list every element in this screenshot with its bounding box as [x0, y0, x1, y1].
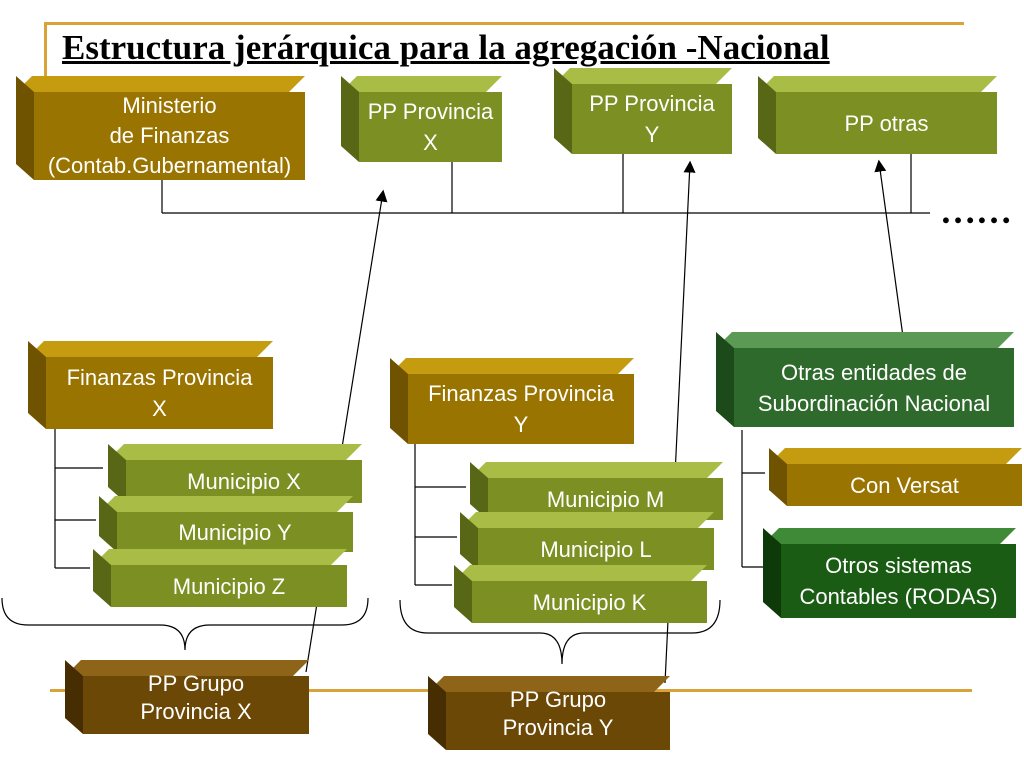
municipio-x-label: Municipio X	[187, 469, 301, 494]
top-rule	[44, 22, 964, 25]
pp-grupo-provincia-x-box: PP Grupo Provincia X	[65, 660, 309, 734]
municipio-l-label: Municipio L	[540, 536, 652, 562]
otras-entidades-label: Otras entidades de Subordinación Naciona…	[757, 359, 991, 416]
municipio-y-box: Municipio Y	[99, 496, 353, 552]
pp-grupo-provincia-y-label: PP Grupo Provincia Y	[502, 687, 614, 740]
finanzas-provincia-y-box: Finanzas Provincia Y	[390, 358, 634, 444]
finanzas-provincia-y-label: Finanzas Provincia Y	[428, 381, 614, 437]
finanzas-provincia-x-box: Finanzas Provincia X	[28, 341, 273, 429]
con-versat-box: Con Versat	[769, 448, 1022, 506]
ministerio-finanzas-label: Ministerio de Finanzas (Contab.Gubername…	[47, 93, 292, 178]
top-rule-vertical	[44, 22, 47, 77]
municipio-z-label: Municipio Z	[172, 573, 286, 599]
con-versat-label: Con Versat	[850, 472, 959, 498]
municipio-m-label: Municipio M	[546, 486, 665, 512]
otros-sistemas-box: Otros sistemas Contables (RODAS)	[763, 528, 1016, 618]
pp-provincia-y-box: PP Provincia Y	[554, 68, 732, 154]
pp-provincia-y-label: PP Provincia Y	[589, 91, 715, 147]
otras-entidades-box: Otras entidades de Subordinación Naciona…	[716, 332, 1014, 427]
municipio-x-box: Municipio X	[108, 444, 362, 503]
municipio-k-label: Municipio K	[532, 589, 647, 615]
pp-otras-label: PP otras	[844, 110, 929, 136]
municipio-y-label: Municipio Y	[178, 519, 292, 545]
slide-title: Estructura jerárquica para la agregación…	[62, 28, 830, 67]
otros-sistemas-label: Otros sistemas Contables (RODAS)	[799, 553, 998, 609]
pp-otras-box: PP otras	[758, 76, 997, 154]
ministerio-finanzas-box: Ministerio de Finanzas (Contab.Gubername…	[16, 76, 305, 180]
municipio-l-box: Municipio L	[460, 512, 714, 570]
finanzas-provincia-x-label: Finanzas Provincia X	[66, 365, 253, 421]
municipio-k-box: Municipio K	[454, 565, 707, 623]
pp-provincia-x-box: PP Provincia X	[341, 76, 502, 162]
ellipsis: ……	[940, 191, 1012, 231]
pp-provincia-x-label: PP Provincia X	[367, 99, 494, 155]
pp-grupo-provincia-y-box: PP Grupo Provincia Y	[428, 676, 670, 750]
municipio-z-box: Municipio Z	[93, 549, 347, 607]
pp-grupo-provincia-x-label: PP Grupo Provincia X	[140, 671, 252, 724]
